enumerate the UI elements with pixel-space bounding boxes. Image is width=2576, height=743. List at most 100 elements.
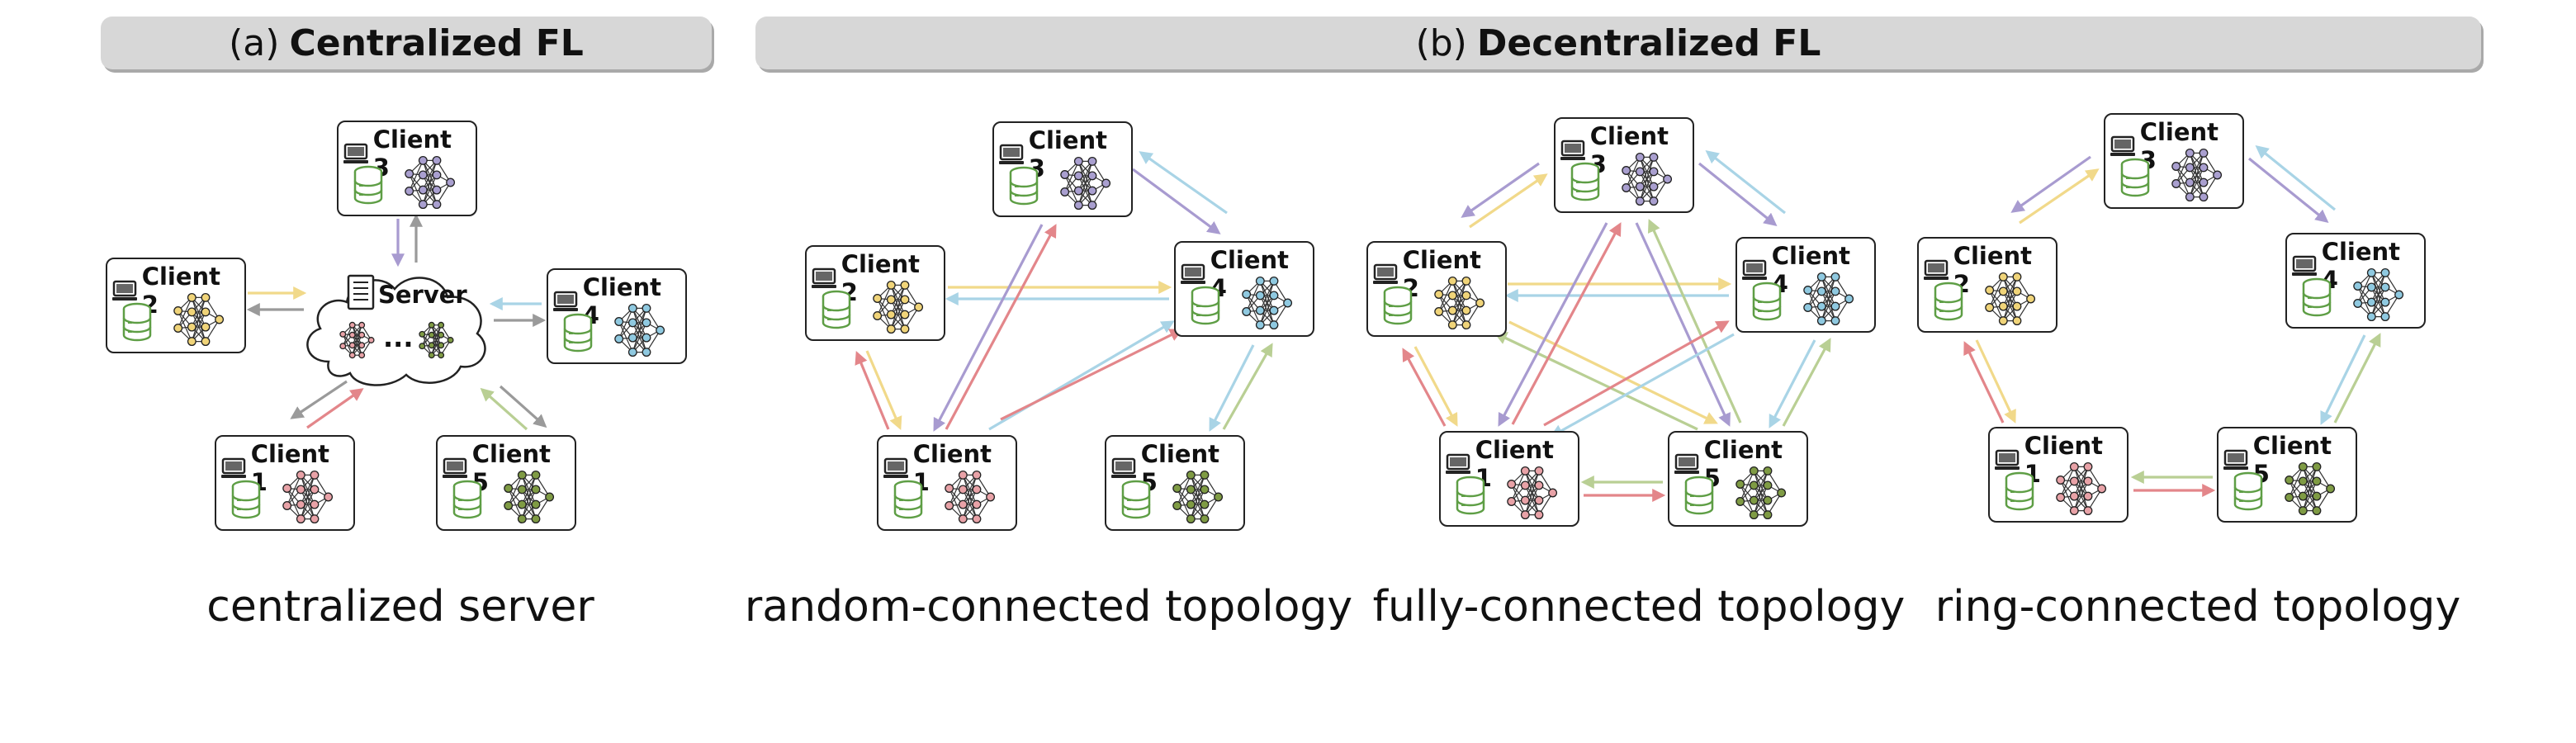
database-icon xyxy=(1570,162,1600,201)
database-icon xyxy=(231,480,261,519)
neural-network-icon xyxy=(2285,461,2336,516)
arrow-g4-to-g5 xyxy=(2320,334,2366,425)
neural-network-icon xyxy=(1735,466,1787,520)
neural-network-icon xyxy=(1985,272,2036,326)
neural-network-icon xyxy=(1242,276,1293,330)
database-icon xyxy=(1752,282,1782,321)
caption-ring: ring-connected topology xyxy=(1934,582,2461,632)
client-label: Client 1 xyxy=(912,440,992,496)
arrow-g3-to-g4 xyxy=(2247,157,2329,224)
neural-network-icon xyxy=(419,321,454,359)
arrow-r4-to-r3 xyxy=(1139,151,1228,215)
client-label: Client 2 xyxy=(1953,242,2033,298)
computer-icon xyxy=(112,280,137,301)
client-card-2: Client 2 xyxy=(1366,241,1507,337)
arrow-g4-to-g3 xyxy=(2255,144,2337,211)
client-card-5: Client 5 xyxy=(436,435,576,531)
arrow-f4-to-f1 xyxy=(1550,333,1735,438)
arrow-f2-to-f1 xyxy=(1413,346,1458,427)
neural-network-icon xyxy=(1172,470,1224,524)
arrow-f1-to-f3 xyxy=(1511,222,1622,425)
neural-network-icon xyxy=(945,470,996,524)
client-card-2: Client 2 xyxy=(106,258,246,353)
database-icon xyxy=(452,480,482,519)
client-card-1: Client 1 xyxy=(1988,427,2129,523)
header-decentralized-prefix: (b) xyxy=(1415,21,1467,64)
client-label: Client 5 xyxy=(1140,440,1220,496)
computer-icon xyxy=(443,457,467,478)
arrow-r4-to-r1 xyxy=(988,320,1175,431)
computer-icon xyxy=(999,144,1024,164)
caption-centralized: centralized server xyxy=(206,582,594,632)
client-header: Client 2 xyxy=(812,250,944,306)
client-header: Client 4 xyxy=(1181,246,1313,302)
client-header: Client 3 xyxy=(1560,122,1693,178)
database-icon xyxy=(122,302,152,342)
arrow-f3-to-f4 xyxy=(1698,162,1778,227)
arrow-c1-to-server xyxy=(306,388,364,429)
arrow-f5-to-f3 xyxy=(1647,219,1742,424)
arrow-r1-to-r3 xyxy=(945,224,1057,430)
computer-icon xyxy=(2223,449,2248,470)
database-icon xyxy=(353,165,383,205)
client-card-5: Client 5 xyxy=(1668,431,1808,527)
neural-network-icon xyxy=(1622,152,1673,206)
computer-icon xyxy=(2110,135,2135,156)
client-label: Client 2 xyxy=(1402,246,1482,302)
arrow-r3-to-r1 xyxy=(933,224,1044,432)
arrow-g2-to-g3 xyxy=(2019,168,2100,225)
client-label: Client 2 xyxy=(841,250,921,306)
computer-icon xyxy=(812,267,836,288)
client-card-4: Client 4 xyxy=(547,268,687,364)
computer-icon xyxy=(883,457,908,478)
arrow-r1-to-r2 xyxy=(855,351,890,430)
client-card-1: Client 1 xyxy=(877,435,1017,531)
client-label: Client 3 xyxy=(1028,126,1108,182)
client-header: Client 3 xyxy=(2110,118,2242,174)
client-card-4: Client 4 xyxy=(2285,233,2426,329)
client-card-5: Client 5 xyxy=(2217,427,2357,523)
client-header: Client 3 xyxy=(343,125,476,182)
client-label: Client 3 xyxy=(2139,118,2219,174)
header-centralized-title: Centralized FL xyxy=(289,21,584,64)
client-label: Client 4 xyxy=(1210,246,1290,302)
database-icon xyxy=(2005,471,2034,511)
arrow-g3-to-g2 xyxy=(2010,155,2091,213)
neural-network-icon xyxy=(2171,148,2223,202)
client-card-1: Client 1 xyxy=(215,435,355,531)
client-card-2: Client 2 xyxy=(805,245,945,341)
client-card-5: Client 5 xyxy=(1105,435,1245,531)
document-icon xyxy=(347,274,375,310)
computer-icon xyxy=(1742,259,1767,280)
header-centralized: (a) Centralized FL xyxy=(101,17,712,69)
neural-network-icon xyxy=(2056,461,2107,516)
database-icon xyxy=(2302,277,2332,317)
neural-network-icon xyxy=(873,280,924,334)
neural-network-icon xyxy=(504,470,555,524)
client-card-4: Client 4 xyxy=(1735,237,1876,333)
neural-network-icon xyxy=(173,292,225,347)
client-card-3: Client 3 xyxy=(337,121,477,216)
client-header: Client 2 xyxy=(112,263,244,319)
computer-icon xyxy=(1995,449,2020,470)
arrow-g5-to-g4 xyxy=(2333,333,2381,424)
neural-network-icon xyxy=(1060,156,1111,211)
client-label: Client 3 xyxy=(1589,122,1669,178)
client-card-1: Client 1 xyxy=(1439,431,1579,527)
computer-icon xyxy=(221,457,246,478)
computer-icon xyxy=(1446,453,1470,474)
database-icon xyxy=(1456,476,1485,515)
server-cloud: Server ... xyxy=(296,264,494,388)
database-icon xyxy=(563,313,593,353)
computer-icon xyxy=(1181,263,1205,284)
caption-random: random-connected topology xyxy=(744,582,1353,632)
database-icon xyxy=(2120,158,2150,197)
database-icon xyxy=(1009,166,1039,206)
client-card-3: Client 3 xyxy=(992,121,1133,217)
arrow-f3-to-f1 xyxy=(1498,222,1608,427)
computer-icon xyxy=(1560,140,1585,160)
arrow-f5-to-f4 xyxy=(1782,338,1831,427)
database-icon xyxy=(822,290,851,329)
server-label: Server xyxy=(378,281,467,309)
